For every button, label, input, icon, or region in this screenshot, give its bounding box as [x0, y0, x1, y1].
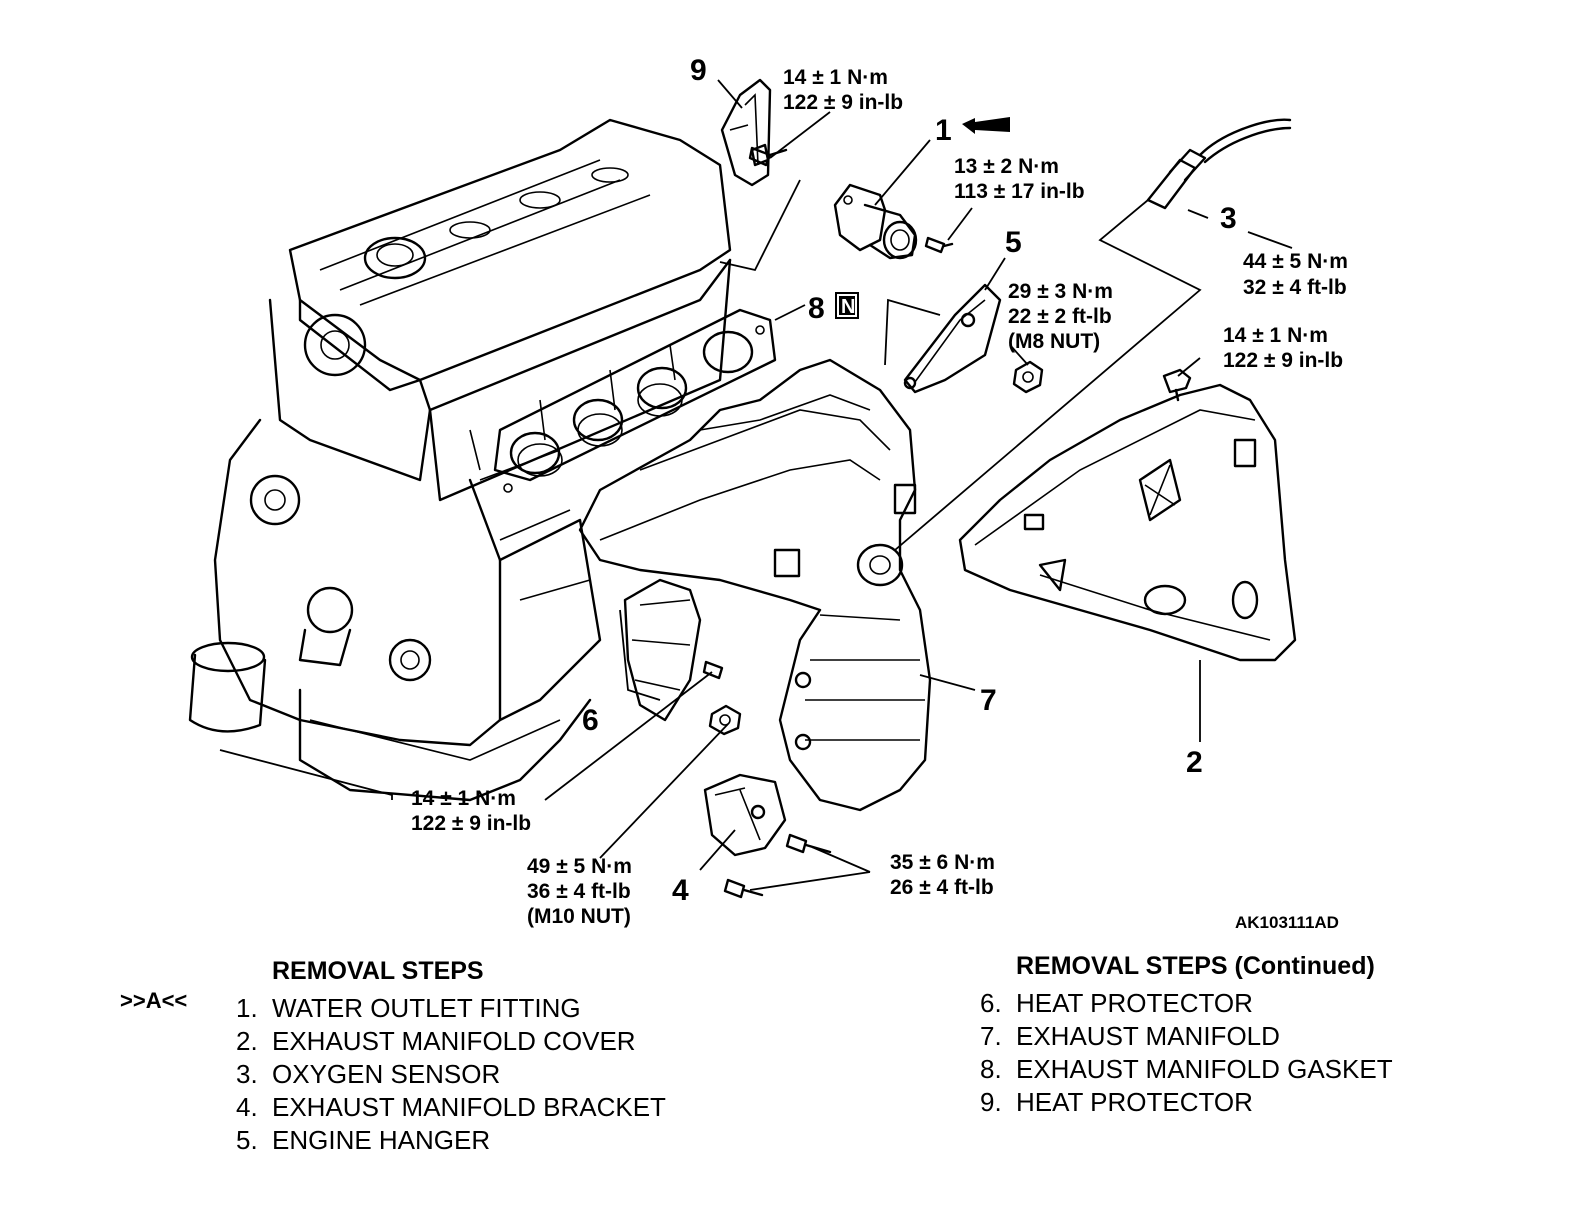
svg-text:113 ± 17 in-lb: 113 ± 17 in-lb [954, 180, 1085, 203]
removal-step: 5. ENGINE HANGER [236, 1124, 666, 1157]
svg-text:13 ± 2 N·m: 13 ± 2 N·m [954, 155, 1059, 178]
engine-hanger-illustration [903, 283, 1044, 394]
svg-text:14 ± 1 N·m: 14 ± 1 N·m [411, 787, 516, 810]
torque-manifold-cover: 14 ± 1 N·m 122 ± 9 in-lb [1223, 324, 1343, 372]
step-number: 4. [236, 1092, 258, 1122]
torque-heat-protector-lower: 14 ± 1 N·m 122 ± 9 in-lb [411, 787, 531, 835]
removal-step: 6. HEAT PROTECTOR [980, 987, 1393, 1020]
step-label: WATER OUTLET FITTING [272, 993, 581, 1023]
callout-9: 9 [690, 54, 707, 87]
removal-step: 3. OXYGEN SENSOR [236, 1058, 666, 1091]
svg-text:N: N [841, 296, 855, 318]
svg-text:29 ± 3 N·m: 29 ± 3 N·m [1008, 280, 1113, 303]
callout-8: 8 [808, 292, 825, 325]
svg-text:35 ± 6 N·m: 35 ± 6 N·m [890, 851, 995, 874]
engine-block-illustration [188, 118, 732, 802]
figure-code: AK103111AD [1235, 913, 1339, 932]
svg-text:14 ± 1 N·m: 14 ± 1 N·m [783, 66, 888, 89]
removal-steps-heading: REMOVAL STEPS [272, 957, 484, 985]
svg-text:122 ± 9 in-lb: 122 ± 9 in-lb [1223, 349, 1343, 372]
torque-heat-protector-top: 14 ± 1 N·m 122 ± 9 in-lb [783, 66, 903, 114]
step-label: HEAT PROTECTOR [1016, 1087, 1253, 1117]
step-number: 5. [236, 1125, 258, 1155]
step-label: HEAT PROTECTOR [1016, 988, 1253, 1018]
removal-steps-continued-list: REMOVAL STEPS (Continued) 6. HEAT PROTEC… [980, 950, 1393, 1119]
step-label: EXHAUST MANIFOLD BRACKET [272, 1092, 666, 1122]
water-outlet-fitting-illustration [833, 117, 1010, 260]
heat-protector-lower-illustration [623, 578, 742, 736]
callout-3: 3 [1220, 202, 1237, 235]
step-label: ENGINE HANGER [272, 1125, 491, 1155]
removal-step: 4. EXHAUST MANIFOLD BRACKET [236, 1091, 666, 1124]
svg-text:122 ± 9 in-lb: 122 ± 9 in-lb [411, 812, 531, 835]
torque-manifold-nut: 49 ± 5 N·m 36 ± 4 ft-lb (M10 NUT) [527, 855, 632, 928]
service-reference-marker: >>A<< [120, 988, 188, 1013]
svg-text:(M10 NUT): (M10 NUT) [527, 905, 631, 928]
removal-step: 8. EXHAUST MANIFOLD GASKET [980, 1053, 1393, 1086]
svg-text:32 ± 4 ft-lb: 32 ± 4 ft-lb [1243, 276, 1347, 299]
removal-steps-continued-heading: REMOVAL STEPS (Continued) [1016, 952, 1375, 980]
callout-4: 4 [672, 874, 689, 907]
svg-text:(M8 NUT): (M8 NUT) [1008, 330, 1100, 353]
callout-1: 1 [935, 114, 952, 147]
removal-step: 2. EXHAUST MANIFOLD COVER [236, 1025, 666, 1058]
svg-text:26 ± 4 ft-lb: 26 ± 4 ft-lb [890, 876, 994, 899]
step-number: 2. [236, 1026, 258, 1056]
exhaust-manifold-gasket-illustration [493, 308, 777, 493]
removal-steps-list: REMOVAL STEPS 1. WATER OUTLET FITTING 2.… [236, 955, 666, 1157]
new-part-mark: N [835, 292, 859, 319]
step-label: EXHAUST MANIFOLD COVER [272, 1026, 636, 1056]
torque-bracket-bolts: 35 ± 6 N·m 26 ± 4 ft-lb [890, 851, 995, 899]
svg-text:22 ± 2 ft-lb: 22 ± 2 ft-lb [1008, 305, 1112, 328]
heat-protector-upper-illustration [720, 78, 788, 187]
removal-step: 9. HEAT PROTECTOR [980, 1086, 1393, 1119]
torque-water-outlet: 13 ± 2 N·m 113 ± 17 in-lb [954, 155, 1085, 203]
callout-7: 7 [980, 684, 997, 717]
manifold-cover-bolt-illustration [1162, 368, 1192, 402]
step-number: 3. [236, 1059, 258, 1089]
exhaust-manifold-illustration [578, 358, 932, 812]
step-number: 1. [236, 993, 258, 1023]
step-label: OXYGEN SENSOR [272, 1059, 501, 1089]
step-number: 6. [980, 988, 1002, 1018]
callout-2: 2 [1186, 746, 1203, 779]
step-number: 7. [980, 1021, 1002, 1051]
svg-text:36 ± 4 ft-lb: 36 ± 4 ft-lb [527, 880, 631, 903]
step-number: 8. [980, 1054, 1002, 1084]
step-label: EXHAUST MANIFOLD GASKET [1016, 1054, 1393, 1084]
svg-text:44 ± 5 N·m: 44 ± 5 N·m [1243, 250, 1348, 273]
callout-numbers: 9 1 3 5 8 7 2 6 4 [582, 54, 1237, 907]
svg-text:14 ± 1 N·m: 14 ± 1 N·m [1223, 324, 1328, 347]
removal-step: 1. WATER OUTLET FITTING [236, 992, 666, 1025]
leader-lines [219, 79, 1293, 891]
exhaust-manifold-bracket-illustration [703, 773, 832, 899]
exhaust-manifold-cover-illustration [958, 383, 1297, 662]
callout-6: 6 [582, 704, 599, 737]
torque-oxygen-sensor: 44 ± 5 N·m 32 ± 4 ft-lb [1243, 250, 1348, 299]
svg-text:49 ± 5 N·m: 49 ± 5 N·m [527, 855, 632, 878]
torque-engine-hanger: 29 ± 3 N·m 22 ± 2 ft-lb (M8 NUT) [1008, 280, 1113, 353]
removal-step: 7. EXHAUST MANIFOLD [980, 1020, 1393, 1053]
svg-text:122 ± 9 in-lb: 122 ± 9 in-lb [783, 91, 903, 114]
callout-5: 5 [1005, 226, 1022, 259]
step-number: 9. [980, 1087, 1002, 1117]
step-label: EXHAUST MANIFOLD [1016, 1021, 1280, 1051]
oxygen-sensor-illustration [1146, 118, 1292, 210]
